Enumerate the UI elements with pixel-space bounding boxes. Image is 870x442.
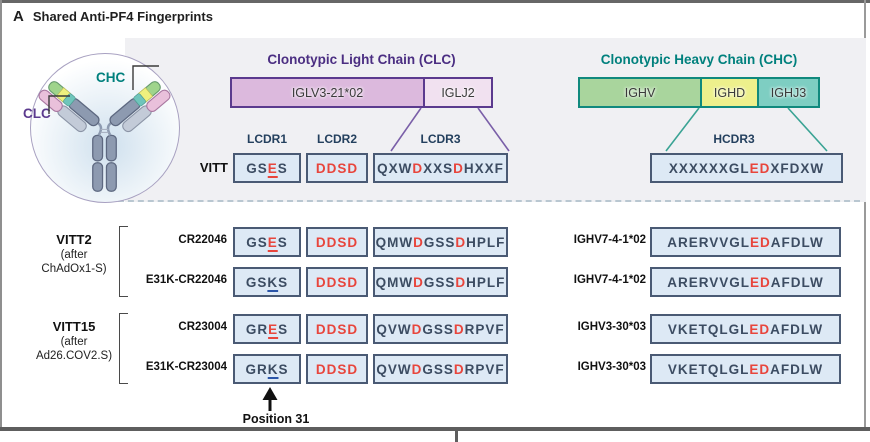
gene-segment-ighj3: IGHJ3	[757, 79, 818, 106]
panel-border-top	[0, 0, 870, 3]
heavy-chain-header: Clonotypic Heavy Chain (CHC)	[600, 52, 798, 67]
group-vitt2-name: VITT2	[56, 232, 92, 247]
panel-border-right	[864, 0, 866, 430]
group-vitt2-subtitle-2: ChAdOx1-S)	[41, 263, 107, 275]
group-vitt15-subtitle-2: Ad26.COV2.S)	[35, 350, 113, 362]
lcdr1-column-label: LCDR1	[246, 132, 287, 146]
gene-segment-iglj2: IGLJ2	[423, 79, 491, 106]
chc-label: CHC	[96, 70, 126, 85]
e31k-cr23004-lcdr2-box: DDSD	[306, 354, 368, 384]
clc-label: CLC	[23, 106, 51, 121]
ighv-label-e31k-cr23004: IGHV3-30*03	[577, 361, 646, 373]
heavy-chain-gene-bar: IGHV IGHD IGHJ3	[578, 77, 820, 108]
row-label-e31k-cr23004: E31K-CR23004	[145, 361, 227, 373]
panel-border-bottom	[0, 427, 870, 431]
gene-segment-ighd: IGHD	[700, 79, 757, 106]
group-vitt2-subtitle-1: (after	[60, 249, 88, 261]
row-label-cr22046: CR22046	[178, 234, 227, 246]
lcdr3-column-label: LCDR3	[420, 132, 461, 146]
e31k-cr22046-lcdr2-box: DDSD	[306, 267, 368, 297]
group-vitt15-subtitle-1: (after	[60, 336, 88, 348]
panel-header: A Shared Anti-PF4 Fingerprints	[13, 8, 213, 25]
position-31-label: Position 31	[242, 412, 310, 426]
position-31-arrow-head	[262, 387, 278, 400]
cr22046-lcdr2-box: DDSD	[306, 227, 368, 257]
ighv-label-cr22046: IGHV7-4-1*02	[573, 234, 646, 246]
group-vitt2-bracket	[119, 226, 128, 297]
cr23004-lcdr2-box: DDSD	[306, 314, 368, 344]
gene-segment-iglv3-21: IGLV3-21*02	[232, 79, 423, 106]
panel-border-left	[0, 0, 2, 430]
consensus-lcdr2-box: DDSD	[306, 153, 368, 183]
hcdr3-column-label: HCDR3	[713, 132, 755, 146]
ighv-label-e31k-cr22046: IGHV7-4-1*02	[573, 274, 646, 286]
ighv-label-cr23004: IGHV3-30*03	[577, 321, 646, 333]
dashed-separator	[108, 200, 860, 202]
group-vitt15-bracket	[119, 313, 128, 384]
group-vitt15-name: VITT15	[52, 319, 96, 334]
light-chain-header: Clonotypic Light Chain (CLC)	[267, 52, 456, 67]
gene-segment-ighv: IGHV	[580, 79, 700, 106]
lcdr2-column-label: LCDR2	[316, 132, 357, 146]
light-chain-gene-bar: IGLV3-21*02 IGLJ2	[230, 77, 493, 108]
panel-letter: A	[13, 8, 24, 25]
row-label-e31k-cr22046: E31K-CR22046	[145, 274, 227, 286]
panel-divider-tick	[455, 431, 458, 442]
consensus-row-label: VITT	[199, 160, 228, 175]
row-label-cr23004: CR23004	[178, 321, 227, 333]
panel-title: Shared Anti-PF4 Fingerprints	[32, 9, 213, 24]
